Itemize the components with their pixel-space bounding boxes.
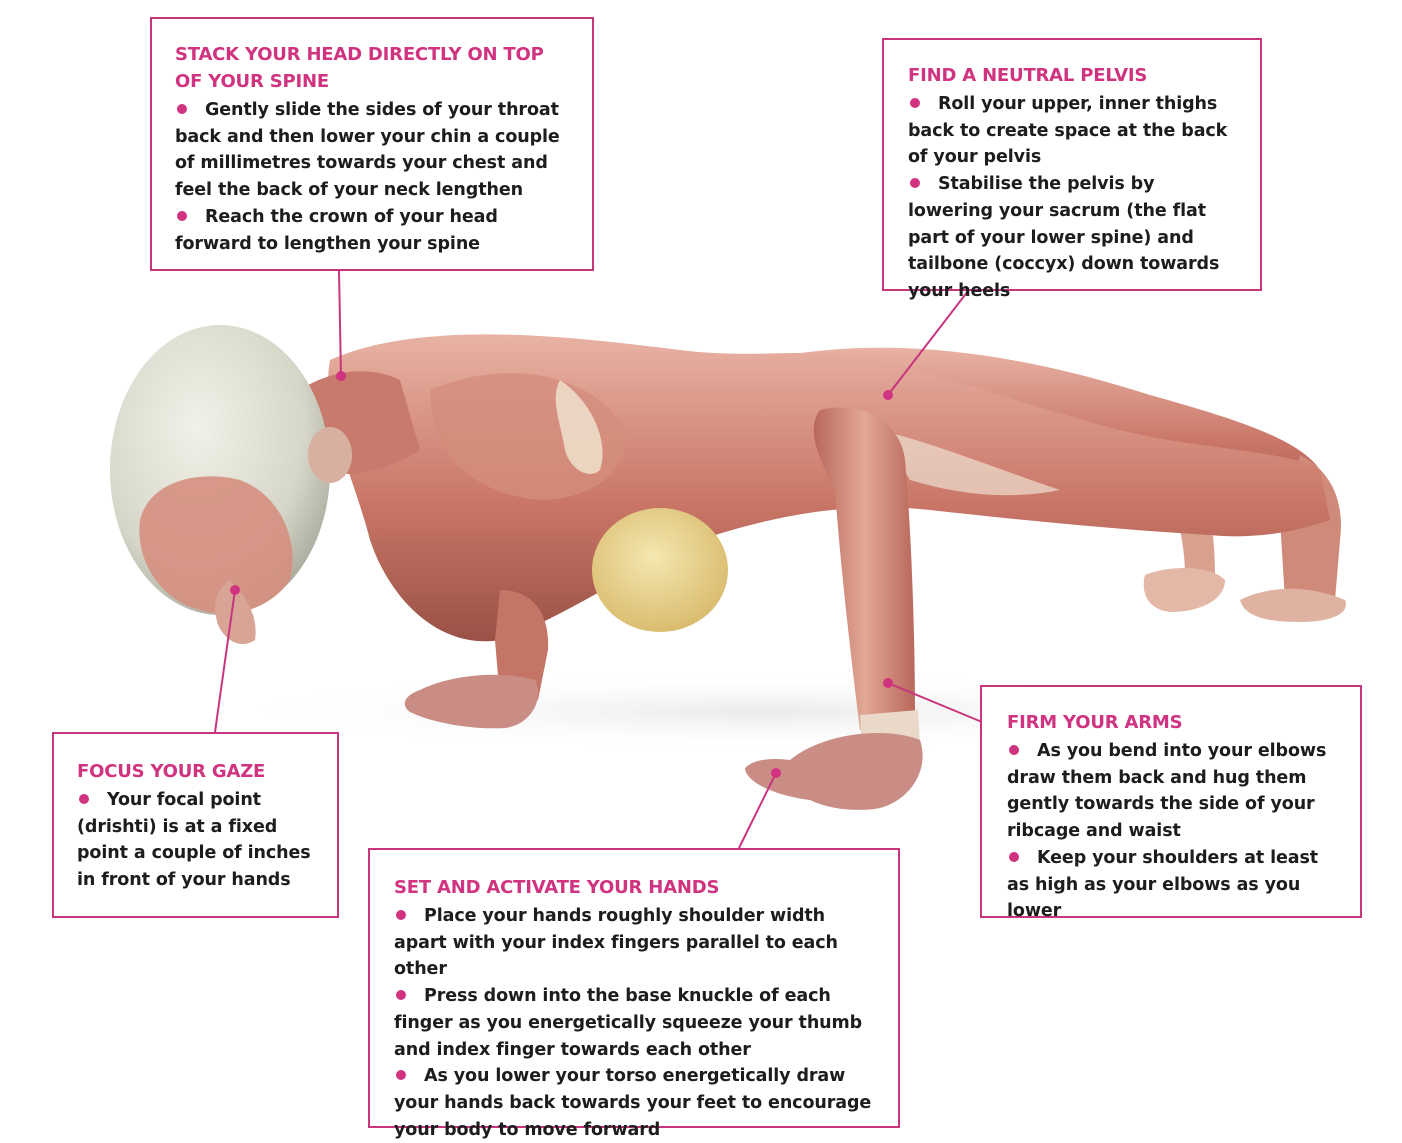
list-item: Place your hands roughly shoulder width …: [394, 903, 878, 983]
anchor-dot-arms: [883, 678, 893, 688]
far-arm: [404, 590, 549, 729]
bullet-icon: [396, 990, 406, 1001]
near-hand: [745, 732, 923, 810]
list-item-text: Press down into the base knuckle of each…: [394, 986, 863, 1060]
bullet-icon: [177, 210, 187, 221]
list-item-text: Keep your shoulders at least as high as …: [1007, 847, 1319, 922]
bullet-icon: [79, 794, 89, 804]
list-item: Your focal point (drishti) is at a fixed…: [77, 787, 317, 894]
list-item: Gently slide the sides of your throat ba…: [175, 97, 572, 204]
list-item-text: Roll your upper, inner thighs back to cr…: [908, 94, 1228, 168]
list-item: Reach the crown of your head forward to …: [175, 204, 572, 257]
bullet-icon: [1009, 745, 1019, 755]
list-item-text: Reach the crown of your head forward to …: [175, 206, 498, 254]
list-item-text: Gently slide the sides of your throat ba…: [175, 100, 560, 201]
list-item: Press down into the base knuckle of each…: [394, 983, 878, 1063]
list-item-text: Your focal point (drishti) is at a fixed…: [77, 790, 311, 891]
list-item: Keep your shoulders at least as high as …: [1007, 845, 1340, 925]
list-item-text: Stabilise the pelvis by lowering your sa…: [908, 174, 1220, 301]
near-arm: [745, 407, 923, 810]
bullet-icon: [396, 1070, 406, 1081]
anchor-dot-gaze: [230, 585, 240, 595]
bullet-icon: [910, 98, 920, 108]
callout-hands: SET AND ACTIVATE YOUR HANDS Place your h…: [368, 848, 900, 1140]
callout-head: STACK YOUR HEAD DIRECTLY ON TOP OF YOUR …: [150, 17, 594, 271]
list-item: Stabilise the pelvis by lowering your sa…: [908, 171, 1240, 305]
callout-title: FIRM YOUR ARMS: [1007, 712, 1183, 733]
list-item-text: As you lower your torso energetically dr…: [394, 1066, 872, 1140]
bullet-icon: [396, 910, 406, 920]
list-item: As you lower your torso energetically dr…: [394, 1063, 878, 1143]
callout-pelvis: FIND A NEUTRAL PELVIS Roll your upper, i…: [882, 38, 1262, 301]
head: [110, 325, 352, 645]
callout-arms: FIRM YOUR ARMS As you bend into your elb…: [980, 685, 1362, 921]
bullet-icon: [1009, 851, 1019, 862]
callout-title: FOCUS YOUR GAZE: [77, 761, 266, 782]
torso: [328, 334, 1330, 642]
callout-title: FIND A NEUTRAL PELVIS: [908, 65, 1148, 86]
anchor-dot-head: [336, 371, 346, 381]
bullet-icon: [177, 104, 187, 114]
bullet-icon: [910, 178, 920, 189]
callout-gaze: FOCUS YOUR GAZE Your focal point (drisht…: [52, 732, 339, 918]
list-item: Roll your upper, inner thighs back to cr…: [908, 91, 1240, 171]
chest-tissue: [592, 508, 728, 632]
leader-lines: [214, 270, 983, 849]
callout-title: STACK YOUR HEAD DIRECTLY ON TOP OF YOUR …: [175, 44, 544, 92]
list-item-text: Place your hands roughly shoulder width …: [394, 906, 838, 980]
callout-title: SET AND ACTIVATE YOUR HANDS: [394, 877, 720, 898]
anchor-dot-hands: [771, 768, 781, 778]
anchor-dot-pelvis: [883, 390, 893, 400]
list-item: As you bend into your elbows draw them b…: [1007, 738, 1340, 845]
list-item-text: As you bend into your elbows draw them b…: [1007, 741, 1327, 842]
